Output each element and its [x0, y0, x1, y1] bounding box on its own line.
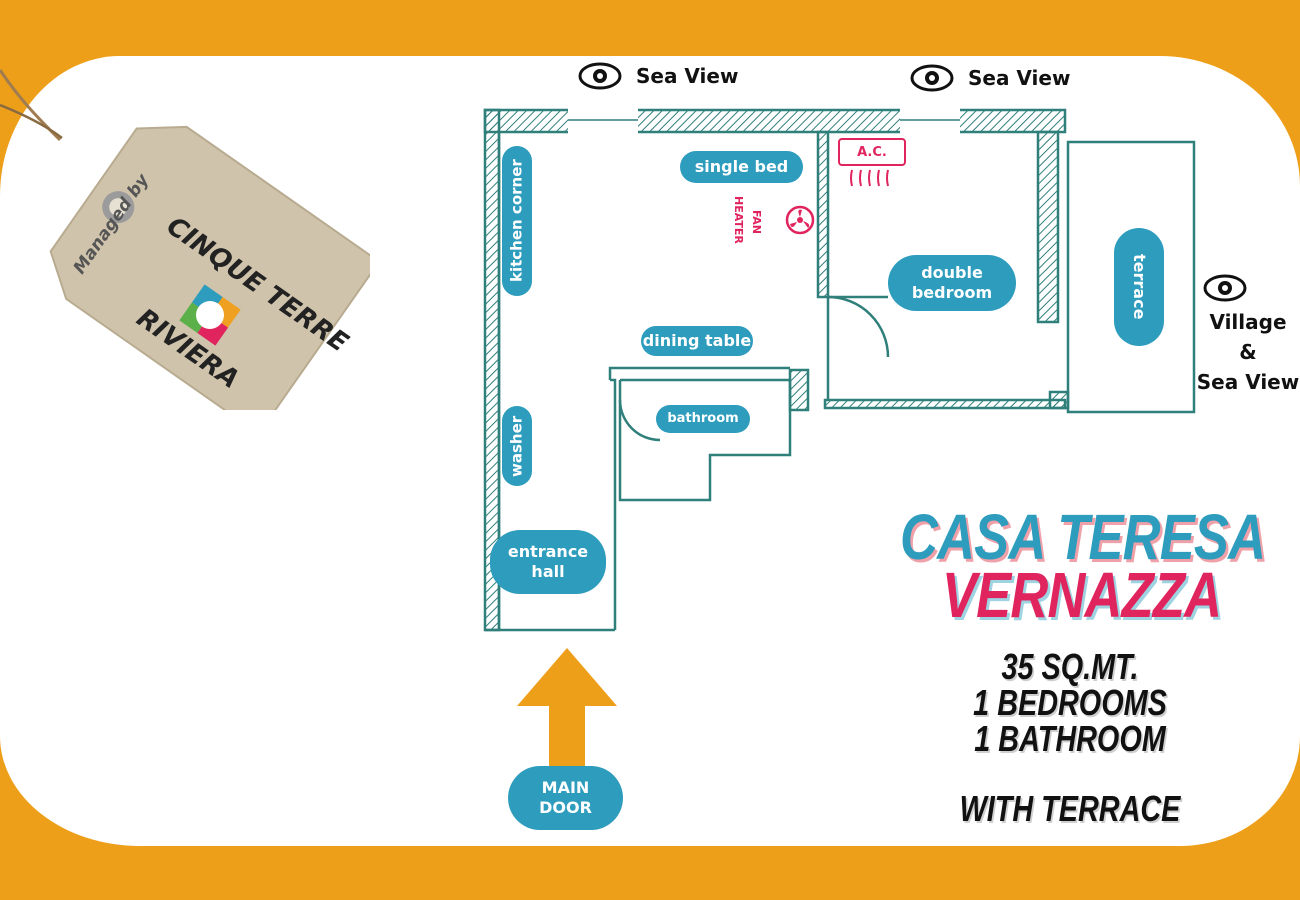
- sea-view-right-label: Sea View: [968, 66, 1071, 90]
- main-door-arrow-icon: [517, 648, 617, 772]
- room-terrace: terrace: [1114, 228, 1164, 346]
- tag-graphic: Managed by CINQUE TERRE RIVIERA: [0, 69, 381, 436]
- sea-view-left-label: Sea View: [636, 64, 739, 88]
- room-dining-table: dining table: [641, 326, 753, 356]
- eye-icon: [578, 62, 622, 90]
- room-entrance-hall-line2: hall: [531, 562, 565, 581]
- main-door-line1: MAIN: [541, 778, 590, 797]
- room-single-bed: single bed: [680, 151, 803, 183]
- room-bathroom: bathroom: [656, 405, 750, 433]
- spec-area: 35 SQ.MT.: [1001, 646, 1139, 687]
- property-title: CASA TERESA: [900, 501, 1266, 573]
- village-view-line3: Sea View: [1196, 370, 1300, 394]
- ac-label: A.C.: [838, 138, 906, 166]
- floor-plan: [483, 108, 1196, 632]
- village-sea-view: Village & Sea View: [1196, 307, 1300, 397]
- room-entrance-hall: entrance hall: [490, 530, 606, 594]
- managed-by-tag: Managed by CINQUE TERRE RIVIERA: [0, 60, 381, 436]
- sea-view-right: Sea View: [910, 64, 1070, 92]
- brand-logo-icon: [179, 284, 241, 346]
- room-kitchen-corner: kitchen corner: [502, 146, 532, 296]
- main-door-line2: DOOR: [539, 798, 592, 817]
- airflow-icon: [850, 169, 889, 187]
- village-view-line1: Village: [1209, 310, 1287, 334]
- fan-heater-label-line2: HEATER: [732, 196, 745, 244]
- room-entrance-hall-line1: entrance: [507, 542, 589, 561]
- eye-icon: [910, 64, 954, 92]
- fan-heater-label-line1: FAN: [750, 210, 763, 234]
- property-location: VERNAZZA: [942, 559, 1222, 631]
- room-washer: washer: [502, 406, 532, 486]
- spec-bedrooms: 1 BEDROOMS: [973, 682, 1167, 723]
- eye-icon: [1203, 274, 1247, 302]
- spec-terrace: WITH TERRACE: [959, 788, 1181, 829]
- sea-view-left: Sea View: [578, 62, 738, 90]
- room-double-bedroom-line1: double: [921, 263, 983, 282]
- spec-bathrooms: 1 BATHROOM: [974, 718, 1166, 759]
- fan-heater: HEATER FAN: [732, 196, 822, 256]
- room-double-bedroom-line2: bedroom: [911, 283, 993, 302]
- main-door-label: MAIN DOOR: [508, 766, 623, 830]
- fan-icon: [785, 205, 815, 235]
- room-double-bedroom: double bedroom: [888, 255, 1016, 311]
- village-view-line2: &: [1239, 340, 1257, 364]
- ac-unit: A.C.: [838, 138, 908, 190]
